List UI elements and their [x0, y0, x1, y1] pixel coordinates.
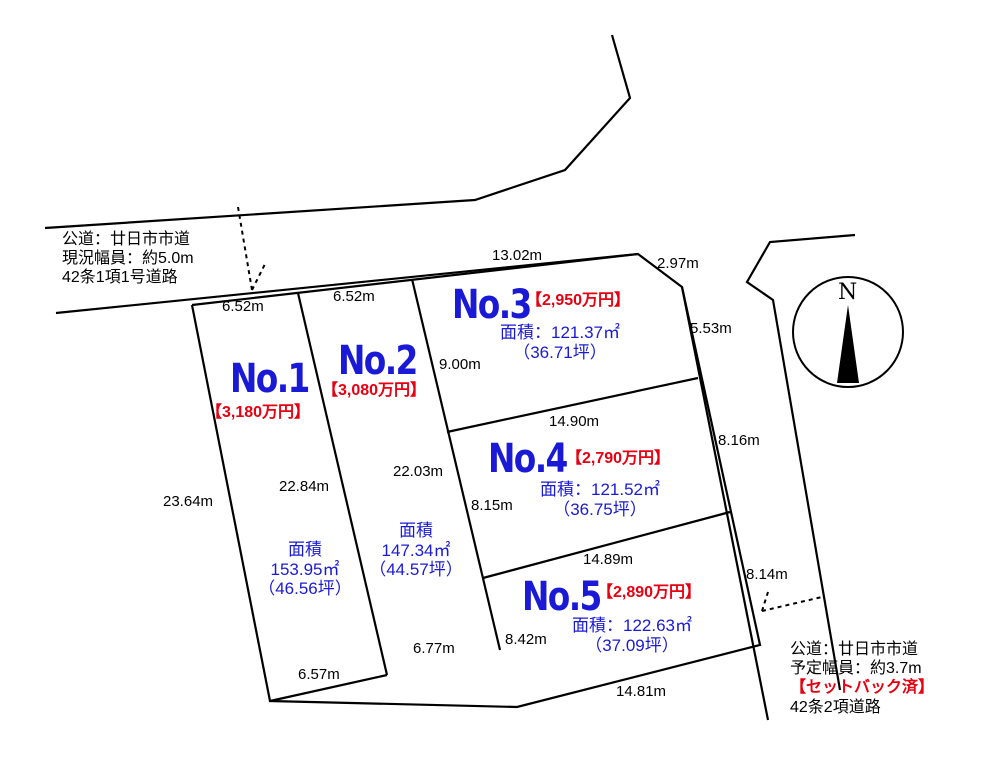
lot2-lot3-divider: [410, 278, 502, 651]
east-road-line-4: 42条2項道路: [790, 698, 881, 716]
east-road-east-edge: [745, 233, 856, 691]
lot3-area-tsubo: （36.71坪）: [513, 342, 607, 362]
north-road-line-3: 42条1項1号道路: [62, 269, 178, 287]
dim-top-lot1: 6.52m: [222, 298, 264, 315]
lot1-price: 【3,180万円】: [206, 404, 311, 421]
lot4-area-tsubo: （36.75坪）: [553, 499, 647, 519]
lot4-lot5-divider: [482, 510, 731, 580]
dim-west-lot4: 8.15m: [471, 497, 513, 514]
dim-west-lot3: 9.00m: [439, 356, 481, 373]
dim-lot4-lot5: 14.89m: [583, 551, 634, 568]
dim-top-lot2: 6.52m: [333, 288, 375, 305]
lot1-area-label: 面積: [288, 540, 322, 559]
dim-corner: 2.97m: [657, 255, 699, 272]
lot5-area-tsubo: （37.09坪）: [585, 635, 679, 655]
dim-east-lot4: 8.16m: [718, 432, 760, 449]
north-road-note: 公道：廿日市市道 現況幅員：約5.0m 42条1項1号道路: [62, 230, 194, 288]
lot1-area: 面積 153.95㎡ （46.56坪）: [255, 540, 355, 599]
lot3-number: No.3: [452, 282, 532, 328]
dim-lot1-lot2: 22.84m: [279, 478, 330, 495]
lot4-number: No.4: [488, 436, 568, 482]
north-road-line-2: 現況幅員：約5.0m: [62, 250, 194, 268]
lot5-area-label: 面積：122.63㎡: [572, 616, 692, 635]
lot3-area: 面積：121.37㎡ （36.71坪）: [480, 323, 640, 362]
east-road-line-2: 予定幅員：約3.7m: [790, 660, 922, 678]
dim-east-lot3: 5.53m: [690, 320, 732, 337]
lot2-price: 【3,080万円】: [322, 382, 427, 399]
dim-lot2-lot4: 22.03m: [393, 463, 444, 480]
compass-north-label: N: [838, 280, 858, 305]
lot4-area-label: 面積：121.52㎡: [540, 480, 660, 499]
lot4-area: 面積：121.52㎡ （36.75坪）: [520, 480, 680, 519]
north-road-width-indicator: [237, 206, 253, 291]
east-road-width-indicator: [761, 596, 823, 612]
lot1-lot2-divider: [296, 292, 389, 676]
east-road-west-edge: [680, 286, 770, 721]
dim-west-lot1: 23.64m: [163, 493, 214, 510]
lot4-price: 【2,790万円】: [566, 450, 671, 467]
lot2-area-m2: 147.34㎡: [381, 540, 451, 560]
east-road-note: 公道：廿日市市道 予定幅員：約3.7m 【セットバック済】 42条2項道路: [790, 640, 934, 717]
lot1-area-m2: 153.95㎡: [270, 559, 340, 579]
dim-west-lot5: 8.42m: [505, 631, 547, 648]
north-road-upper-edge: [44, 34, 632, 230]
lot1-bottom: [269, 673, 388, 703]
lot2-area: 面積 147.34㎡ （44.57坪）: [366, 521, 466, 580]
lot5-price: 【2,890万円】: [597, 584, 702, 601]
lot3-area-label: 面積：121.37㎡: [500, 323, 620, 342]
lot3-price: 【2,950万円】: [526, 292, 631, 309]
lot2-area-tsubo: （44.57坪）: [369, 560, 463, 580]
north-road-lower-edge: [55, 252, 639, 315]
dim-east-lot5: 8.14m: [746, 566, 788, 583]
dim-top-lot3: 13.02m: [492, 247, 543, 264]
east-road-line-1: 公道：廿日市市道: [790, 641, 919, 658]
dim-bottom-lot1: 6.57m: [298, 666, 340, 683]
east-road-line-3: 【セットバック済】: [790, 679, 935, 697]
north-road-line-1: 公道：廿日市市道: [62, 231, 191, 248]
dim-bottom-lot2: 6.77m: [413, 640, 455, 657]
lot1-number: No.1: [230, 356, 310, 402]
lot5-area: 面積：122.63㎡ （37.09坪）: [552, 616, 712, 655]
dim-bottom-lot5: 14.81m: [616, 683, 667, 700]
lot2-number: No.2: [338, 338, 418, 384]
lot5-number: No.5: [522, 574, 602, 620]
lot2-area-label: 面積: [399, 521, 433, 540]
east-road-width-tick: [761, 591, 769, 612]
lot3-lot4-divider: [446, 376, 699, 434]
north-road-width-tick: [251, 261, 267, 291]
compass-icon: [792, 276, 904, 388]
lot1-area-tsubo: （46.56坪）: [258, 579, 352, 599]
dim-lot3-lot4: 14.90m: [549, 413, 600, 430]
